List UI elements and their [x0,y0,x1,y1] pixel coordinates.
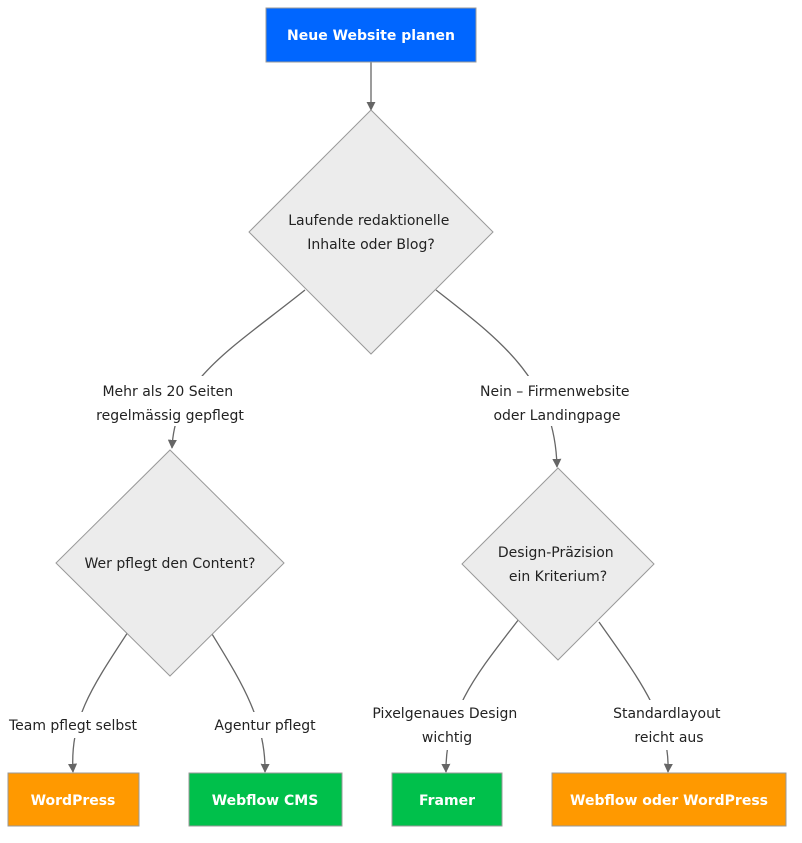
edge-label-bg [372,700,522,750]
edge-label-bg [608,700,732,750]
result-framer [391,772,503,827]
edge-label-standard-layout: Standardlayout reicht aus [613,706,725,746]
edge-label-bg [472,376,640,426]
edge-label-team-self: Team pflegt selbst [8,718,138,734]
decision-content [55,449,285,677]
edge-content-to-wordpress [67,631,129,773]
decision-design [461,467,655,661]
result-wordpress-label: WordPress [31,793,116,809]
edge-content-to-webflow-cms [211,633,270,773]
edge-label-agency: Agentur pflegt [214,718,316,734]
edge-blog-to-design [435,289,562,468]
result-wordpress [7,772,140,827]
edge-label-bg [210,712,322,738]
start-node [265,7,477,63]
result-framer-label: Framer [419,793,475,809]
edge-design-to-framer [441,618,520,773]
result-webflow-cms-label: Webflow CMS [212,793,319,809]
result-webflow-or-wordpress-label: Webflow oder WordPress [570,793,768,809]
result-webflow-or-wordpress [551,772,787,827]
start-node-label: Neue Website planen [287,28,455,44]
edge-design-to-webflow-wordpress [598,621,673,773]
decision-design-label: Design-Präzision ein Kriterium? [498,545,618,585]
edge-label-bg [6,712,142,738]
decision-blog [248,109,494,355]
edge-label-no-company: Nein – Firmenwebsite oder Landingpage [480,384,634,424]
result-webflow-cms [188,772,343,827]
edge-label-pixel-design: Pixelgenaues Design wichtig [372,706,521,746]
edge-label-bg [96,376,248,426]
decision-blog-label: Laufende redaktionelle Inhalte oder Blog… [288,213,454,253]
edge-label-more-than-20: Mehr als 20 Seiten regelmässig gepflegt [96,384,244,424]
decision-content-label: Wer pflegt den Content? [85,556,256,572]
